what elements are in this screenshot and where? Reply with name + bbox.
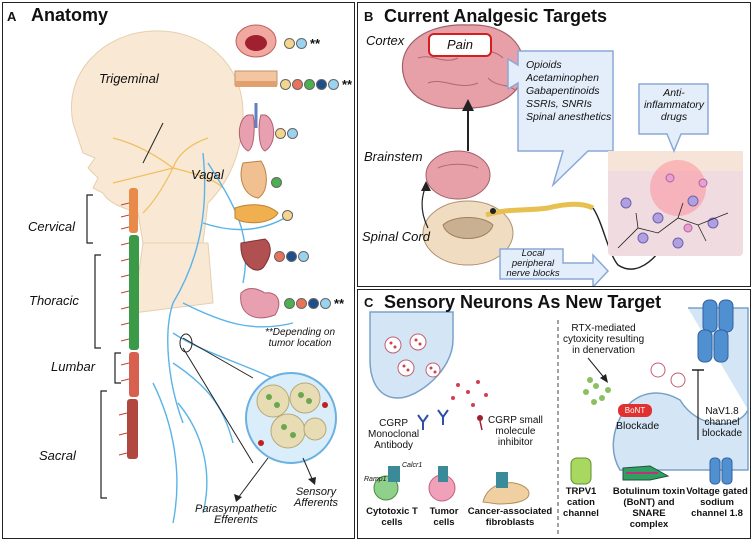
stars-marker: ** bbox=[342, 77, 353, 92]
panel-title: Anatomy bbox=[31, 5, 109, 25]
spinal-cord-label: Spinal Cord bbox=[362, 229, 430, 244]
brainstem-label: Brainstem bbox=[364, 149, 423, 164]
organ-dot bbox=[292, 79, 303, 90]
brainstem bbox=[425, 150, 491, 200]
organ-dots-lung bbox=[275, 128, 298, 139]
trigeminal-nerve bbox=[112, 137, 224, 214]
lumbar-label: Lumbar bbox=[51, 359, 96, 374]
organ-dot bbox=[298, 251, 309, 262]
organ-dot bbox=[296, 298, 307, 309]
ramp1-label: Ramp1 bbox=[364, 476, 387, 483]
panel-analgesic-targets: B Current Analgesic Targets Cortex Pain … bbox=[357, 2, 751, 287]
panel-label: B bbox=[364, 9, 374, 24]
organ-dot bbox=[287, 128, 298, 139]
organ-dot bbox=[275, 128, 286, 139]
organ-dot bbox=[328, 79, 339, 90]
parasympathetic-label: Parasympathetic Efferents bbox=[195, 503, 277, 526]
drug-list: Opioids Acetaminophen Gabapentinoids SSR… bbox=[526, 59, 611, 124]
sacral-segment bbox=[127, 399, 138, 459]
organ-dot bbox=[280, 79, 291, 90]
organ-dot bbox=[284, 38, 295, 49]
nav-channel-icon bbox=[709, 457, 721, 485]
rtx-label: RTX-mediated cytoxicity resulting in den… bbox=[563, 323, 645, 356]
organ-dots-breast bbox=[271, 177, 282, 188]
organ-dot bbox=[308, 298, 319, 309]
cervical-label: Cervical bbox=[28, 219, 75, 234]
drug-item: Spinal anesthetics bbox=[526, 111, 612, 123]
blockade-label: Blockade bbox=[616, 420, 660, 432]
nav-blockade-label: NaV1.8 channel blockade bbox=[702, 406, 743, 439]
peripheral-nerve bbox=[485, 201, 595, 218]
anti-inflammatory-callout bbox=[638, 83, 709, 153]
region-brackets bbox=[86, 194, 121, 499]
organ-dots-mouth: ** bbox=[284, 36, 320, 51]
organ-dot bbox=[286, 251, 297, 262]
panel-title: Current Analgesic Targets bbox=[384, 6, 608, 26]
trigeminal-label: Trigeminal bbox=[99, 71, 159, 86]
head-silhouette bbox=[71, 30, 244, 251]
drug-item: Acetaminophen bbox=[526, 72, 599, 84]
drug-item: Gabapentinoids bbox=[526, 85, 600, 97]
local-blocks-label: Local peripheral nerve blocks bbox=[506, 248, 560, 279]
calcr1-label: Calcr1 bbox=[402, 462, 423, 469]
tissue-block bbox=[608, 151, 743, 256]
vagal-label: Vagal bbox=[191, 167, 224, 182]
organ-dot bbox=[316, 79, 327, 90]
cgrp-mab-label: CGRP Monoclonal Antibody bbox=[368, 418, 420, 451]
sensory-afferents-label: Sensory Afferents bbox=[294, 486, 339, 509]
organ-dot bbox=[271, 177, 282, 188]
panel-anatomy: A Anatomy Trigeminal Vagal Cervical Thor… bbox=[2, 2, 355, 539]
fibroblast bbox=[482, 482, 530, 505]
lumbar-segment bbox=[129, 352, 139, 397]
spinal-roots bbox=[118, 202, 130, 456]
organ-icons bbox=[234, 24, 280, 319]
pain-label: Pain bbox=[428, 33, 492, 57]
cortex-label: Cortex bbox=[366, 33, 405, 48]
thoracic-segment bbox=[129, 235, 139, 350]
stars-marker: ** bbox=[334, 296, 345, 311]
trpv1-icon bbox=[570, 457, 592, 485]
local-block-callout bbox=[499, 248, 610, 286]
antibody-icons bbox=[417, 409, 449, 430]
organ-dot bbox=[320, 298, 331, 309]
cgrp-small-molecule-label: CGRP small molecule inhibitor bbox=[488, 415, 543, 448]
drug-callout bbox=[507, 50, 614, 188]
bont-badge: BoNT bbox=[618, 404, 652, 417]
organ-dot bbox=[304, 79, 315, 90]
analgesic-illustration bbox=[401, 24, 743, 286]
drug-item: Opioids bbox=[526, 59, 562, 71]
panel-label: A bbox=[7, 9, 17, 24]
organ-dot bbox=[274, 251, 285, 262]
organ-dot bbox=[296, 38, 307, 49]
anatomy-illustration bbox=[71, 24, 337, 524]
synapse-terminal-left bbox=[369, 311, 454, 399]
panel-label: C bbox=[364, 295, 374, 310]
panel-sensory-neurons: C Sensory Neurons As New Target CGRP Mon… bbox=[357, 289, 751, 539]
nav18-channel bbox=[697, 299, 734, 363]
cervical-segment bbox=[129, 188, 138, 233]
thoracic-label: Thoracic bbox=[29, 293, 79, 308]
organ-dot bbox=[282, 210, 293, 221]
drug-item: SSRIs, SNRIs bbox=[526, 98, 592, 110]
organ-dots-pancreas bbox=[282, 210, 293, 221]
organ-dot bbox=[284, 298, 295, 309]
stars-marker: ** bbox=[310, 36, 321, 51]
anti-inflammatory-label: Anti- inflammatory drugs bbox=[643, 87, 705, 123]
panel-title: Sensory Neurons As New Target bbox=[384, 292, 662, 312]
organ-dots-colon: ** bbox=[284, 296, 344, 311]
organ-dots-bladder bbox=[274, 251, 309, 262]
footnote: **Depending on tumor location bbox=[265, 327, 336, 349]
organ-dots-skin: ** bbox=[280, 77, 352, 92]
sacral-label: Sacral bbox=[39, 448, 76, 463]
sensory-illustration bbox=[369, 299, 749, 535]
